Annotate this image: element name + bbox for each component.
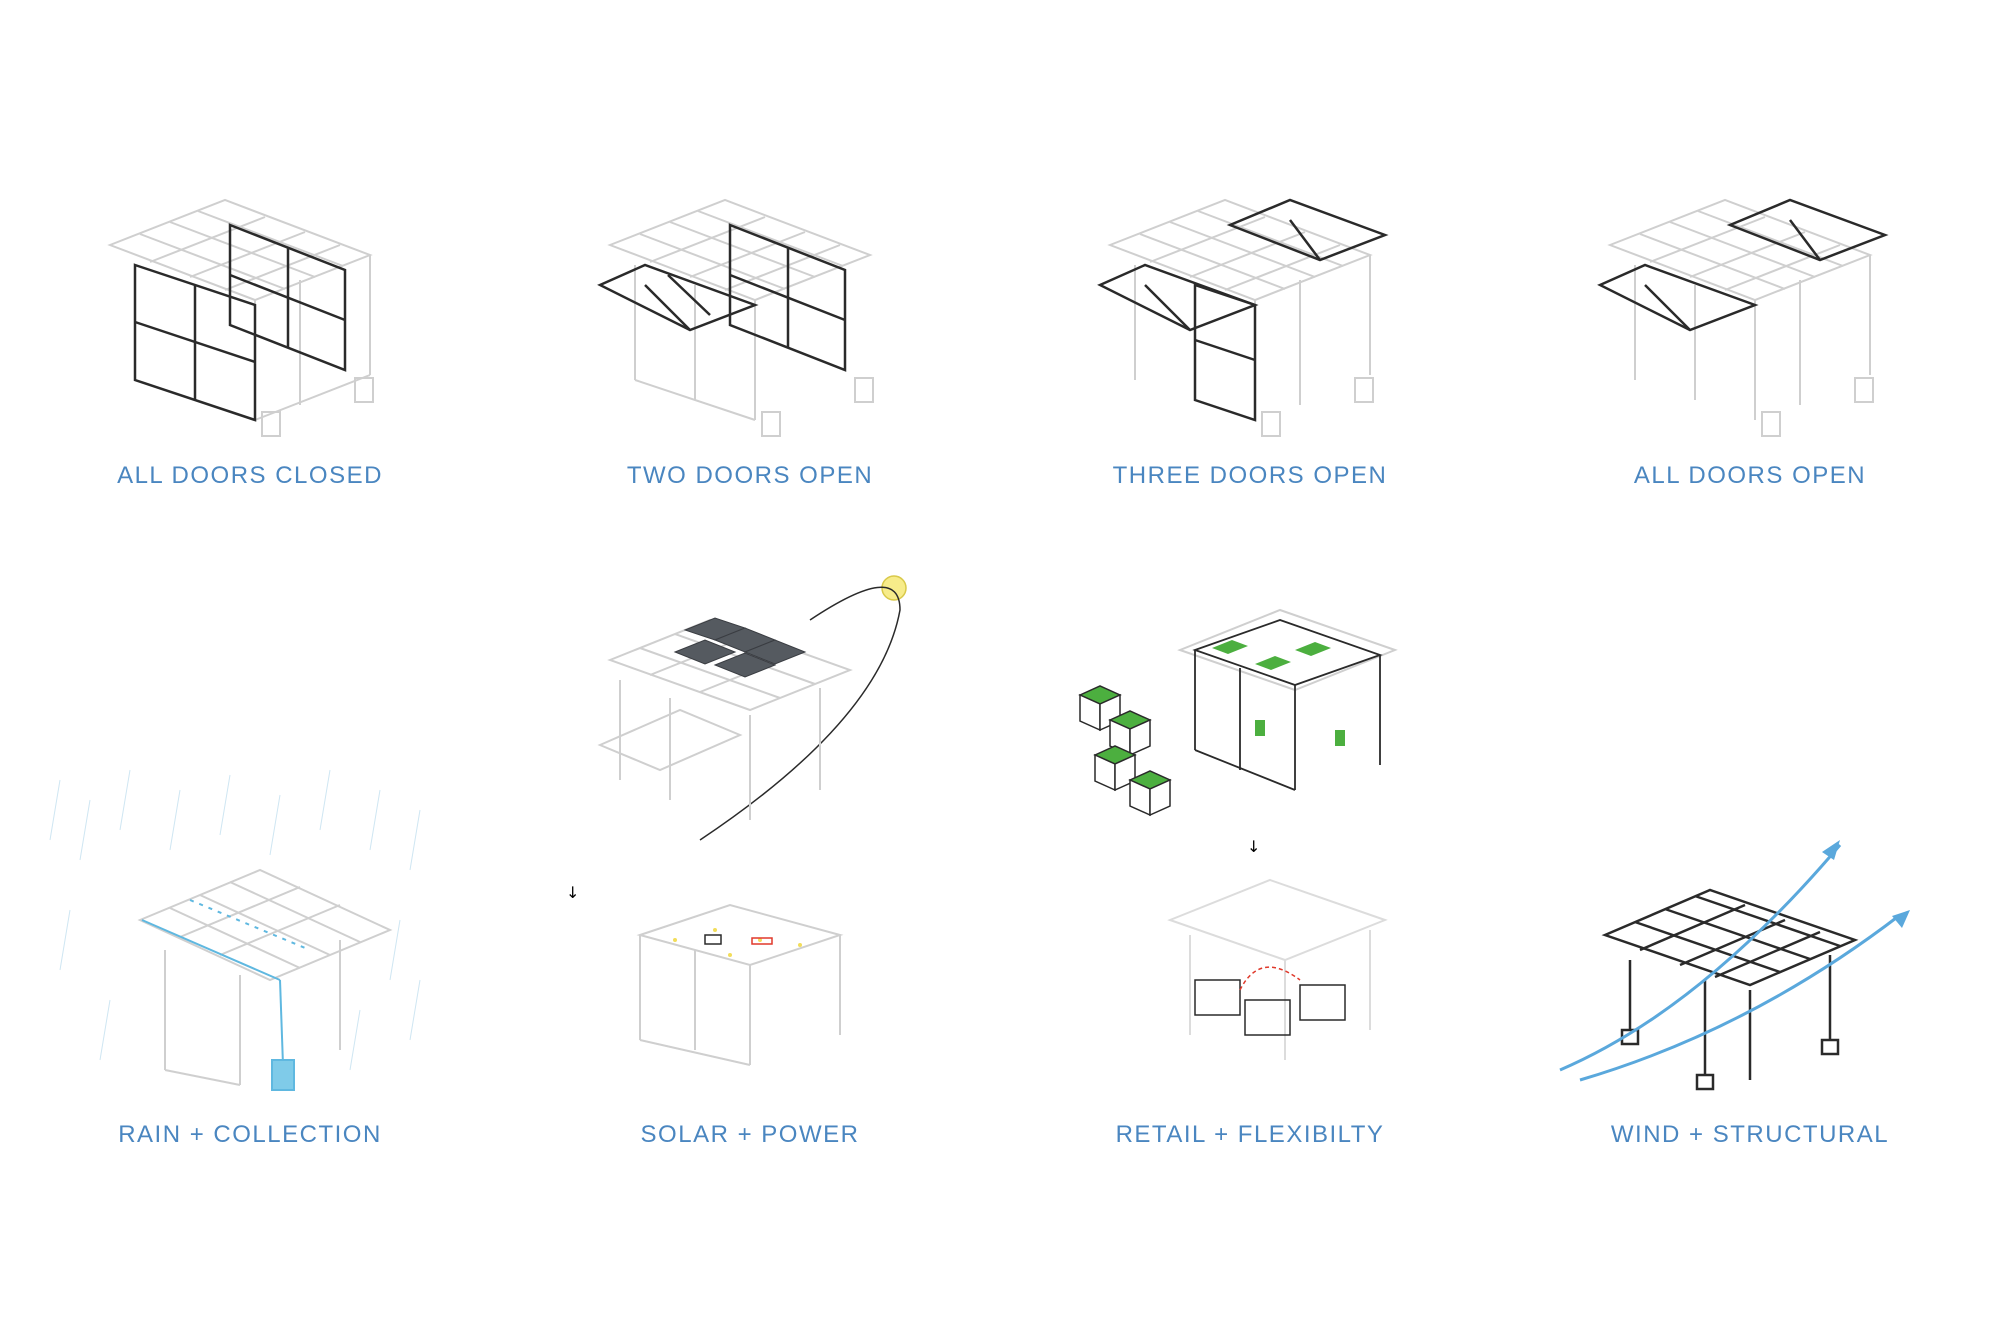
sun-path <box>699 586 901 841</box>
caption-retail-flexibility: RETAIL + FLEXIBILTY <box>1115 1121 1385 1148</box>
diagram-retail-flexibility: ↓ RETAIL + FLEXIBILTY <box>1000 590 1500 1150</box>
diagram-three-doors-open: THREE DOORS OPEN <box>1000 180 1500 500</box>
wind-arrowhead <box>1822 840 1840 860</box>
pavilion-drawing <box>597 198 874 437</box>
diagram-all-doors-closed: ALL DOORS CLOSED <box>0 180 500 500</box>
caption-wind-structural: WIND + STRUCTURAL <box>1610 1121 1890 1148</box>
down-arrow-icon: ↓ <box>566 883 579 902</box>
retail-path <box>1239 966 1301 991</box>
diagram-wind-structural: WIND + STRUCTURAL <box>1500 830 2000 1150</box>
pavilion-drawing <box>107 198 374 437</box>
pavilion-drawing <box>1097 198 1389 437</box>
caption-solar-power: SOLAR + POWER <box>640 1121 860 1148</box>
green-planters <box>1212 640 1345 746</box>
caption-all-doors-closed: ALL DOORS CLOSED <box>117 462 383 489</box>
water-barrel <box>271 1059 295 1091</box>
diagram-rain-collection: RAIN + COLLECTION <box>0 760 500 1150</box>
caption-three-doors-open: THREE DOORS OPEN <box>1112 462 1388 489</box>
caption-rain-collection: RAIN + COLLECTION <box>118 1121 382 1148</box>
caption-all-doors-open: ALL DOORS OPEN <box>1633 462 1867 489</box>
diagram-two-doors-open: TWO DOORS OPEN <box>500 180 1000 500</box>
caption-two-doors-open: TWO DOORS OPEN <box>626 462 874 489</box>
diagram-all-doors-open: ALL DOORS OPEN <box>1500 180 2000 500</box>
retail-drawing: ↓ <box>1078 608 1398 1060</box>
retail-boxes <box>1078 685 1172 817</box>
rain-drawing <box>49 769 421 1091</box>
wind-drawing <box>1559 840 1910 1091</box>
solar-drawing: ↓ <box>566 575 907 1066</box>
wind-arrows <box>1559 844 1901 1082</box>
wind-arrowhead <box>1892 910 1910 928</box>
diagram-solar-power: ↓ SOLAR + POWER <box>500 570 1000 1150</box>
down-arrow-icon: ↓ <box>1247 837 1260 856</box>
pavilion-drawing <box>1597 198 1889 437</box>
